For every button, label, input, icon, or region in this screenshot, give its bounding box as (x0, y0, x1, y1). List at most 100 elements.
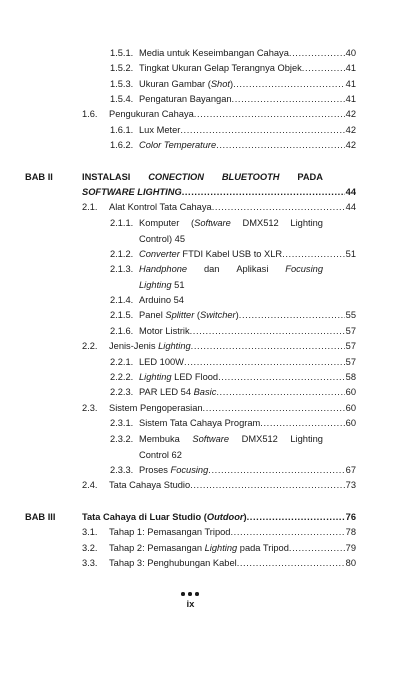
chapter-title-line2: SOFTWARE LIGHTING 44 (82, 188, 356, 201)
toc-entry-number: 2.4. (82, 480, 98, 490)
toc-entry: 1.5.2.Tingkat Ukuran Gelap Terangnya Obj… (110, 63, 356, 77)
toc-entry: 1.6.2.Color Temperature42 (110, 140, 356, 154)
toc-entry-page: 60 (345, 404, 356, 413)
dot-leader (237, 559, 345, 568)
toc-entry-title: Color Temperature (139, 141, 217, 150)
toc-entry-number: 3.2. (82, 543, 98, 553)
dot-leader (212, 203, 345, 212)
title-word: Membuka (139, 434, 180, 444)
title-word: (Software (191, 218, 231, 228)
title-word: Lighting (290, 218, 323, 228)
toc-entry-page: 44 (345, 203, 356, 212)
toc-entry: 2.3.3. Proses Focusing 67 (110, 465, 356, 479)
toc-entry-number: 2.3.3. (110, 465, 134, 475)
dot-leader (203, 404, 345, 413)
chapter-title: Tata Cahaya di Luar Studio (Outdoor)76 (82, 513, 356, 526)
toc-entry: 2.2.3.PAR LED 54 Basic60 (110, 387, 356, 401)
dot-leader (190, 481, 345, 490)
title-word: PADA (297, 172, 323, 182)
title-word: Handphone (139, 264, 188, 274)
toc-entry-page: 78 (345, 528, 356, 537)
toc-entry-title: Arduino 54 (139, 295, 184, 305)
dot-leader (184, 358, 345, 367)
dot-leader (247, 513, 345, 522)
title-word: dan (203, 264, 220, 274)
toc-entry-title: Tahap 3: Penghubungan Kabel (109, 559, 237, 568)
toc-entry-number: 3.1. (82, 527, 98, 537)
dot-leader (239, 311, 345, 320)
toc-entry-title: Tata Cahaya di Luar Studio (Outdoor) (82, 513, 247, 522)
toc-entry: 2.1.5.Panel Splitter (Switcher)55 (110, 310, 356, 324)
toc-entry: 1.5.1.Media untuk Keseimbangan Cahaya40 (110, 48, 356, 62)
dot-leader (230, 528, 344, 537)
toc-entry-number: 2.1.5. (110, 310, 134, 320)
dot-leader (232, 95, 345, 104)
dot-leader (180, 126, 344, 135)
title-word: Aplikasi (236, 264, 269, 274)
toc-entry-title: Pengaturan Bayangan (139, 95, 232, 104)
toc-entry-number: 2.3.2. (110, 434, 134, 444)
toc-entry-number: 2.1.2. (110, 249, 134, 259)
three-dots-icon (181, 592, 201, 597)
toc-entry-page: 44 (345, 188, 356, 197)
toc-entry-page: 41 (345, 80, 356, 89)
toc-entry: 2.2.Jenis-Jenis Lighting57 (82, 341, 356, 355)
dot-leader (282, 250, 345, 259)
toc-entry-number: 2.2.1. (110, 357, 134, 367)
toc-entry: 2.1.4.Arduino 54 (110, 295, 356, 309)
toc-entry-title: Proses Focusing (139, 466, 209, 475)
chapter-title-text: SOFTWARE LIGHTING (82, 188, 182, 197)
toc-entry-page: 79 (345, 544, 356, 553)
title-word: Lighting (290, 434, 323, 444)
dot-leader (289, 544, 345, 553)
toc-entry-title: Ukuran Gambar (Shot) (139, 80, 234, 89)
toc-entry-title: Converter FTDI Kabel USB to XLR (139, 250, 283, 259)
toc-entry-title: Lighting LED Flood (139, 373, 219, 382)
toc-entry-number: 2.1. (82, 202, 98, 212)
toc-entry-title-line2: Control 62 (139, 450, 182, 460)
chapter-label: BAB III (25, 512, 56, 522)
toc-entry-page: 57 (345, 327, 356, 336)
toc-entry-title: Alat Kontrol Tata Cahaya (109, 203, 212, 212)
dot-leader (260, 419, 344, 428)
title-word: BLUETOOTH (221, 172, 280, 182)
dot-leader (289, 49, 345, 58)
toc-entry-title: Panel Splitter (Switcher) (139, 311, 239, 320)
dot-leader (194, 110, 345, 119)
toc-entry-page: 60 (345, 419, 356, 428)
dot-leader (216, 141, 344, 150)
toc-entry: 2.3.Sistem Pengoperasian60 (82, 403, 356, 417)
toc-entry-title: Tahap 2: Pemasangan Lighting pada Tripod (109, 544, 289, 553)
toc-entry-page: 67 (345, 466, 356, 475)
toc-entry-page: 40 (345, 49, 356, 58)
toc-entry: 3.3.Tahap 3: Penghubungan Kabel80 (82, 558, 356, 572)
toc-entry-page: 42 (345, 126, 356, 135)
toc-entry: 1.5.3.Ukuran Gambar (Shot)41 (110, 79, 356, 93)
toc-entry: 2.3.1.Sistem Tata Cahaya Program60 (110, 418, 356, 432)
dot-leader (302, 64, 345, 73)
dot-leader (191, 342, 345, 351)
toc-entry-number: 2.1.6. (110, 326, 134, 336)
toc-entry: 2.1. Alat Kontrol Tata Cahaya 44 (82, 202, 356, 216)
toc-entry-page: 58 (345, 373, 356, 382)
toc-entry-number: 2.2. (82, 341, 98, 351)
title-word: DMX512 (242, 218, 279, 228)
toc-entry: 3.1. Tahap 1: Pemasangan Tripod 78 (82, 527, 356, 541)
toc-entry: 1.5.4.Pengaturan Bayangan41 (110, 94, 356, 108)
toc-entry-number: 1.5.4. (110, 94, 134, 104)
toc-entry-page: 73 (345, 481, 356, 490)
page-number: ix (186, 599, 195, 610)
toc-entry-number: 2.2.2. (110, 372, 134, 382)
toc-entry-number: 1.5.2. (110, 63, 134, 73)
toc-entry-number: 2.2.3. (110, 387, 134, 397)
toc-entry-number: 2.1.3. (110, 264, 134, 274)
dot-leader (233, 80, 345, 89)
toc-entry-title: Tahap 1: Pemasangan Tripod (109, 528, 231, 537)
toc-entry-number: 2.3.1. (110, 418, 134, 428)
toc-entry-title-line2: Control) 45 (139, 234, 185, 244)
toc-entry-number: 2.1.1. (110, 218, 134, 228)
toc-entry-title: Jenis-Jenis Lighting (109, 342, 191, 351)
